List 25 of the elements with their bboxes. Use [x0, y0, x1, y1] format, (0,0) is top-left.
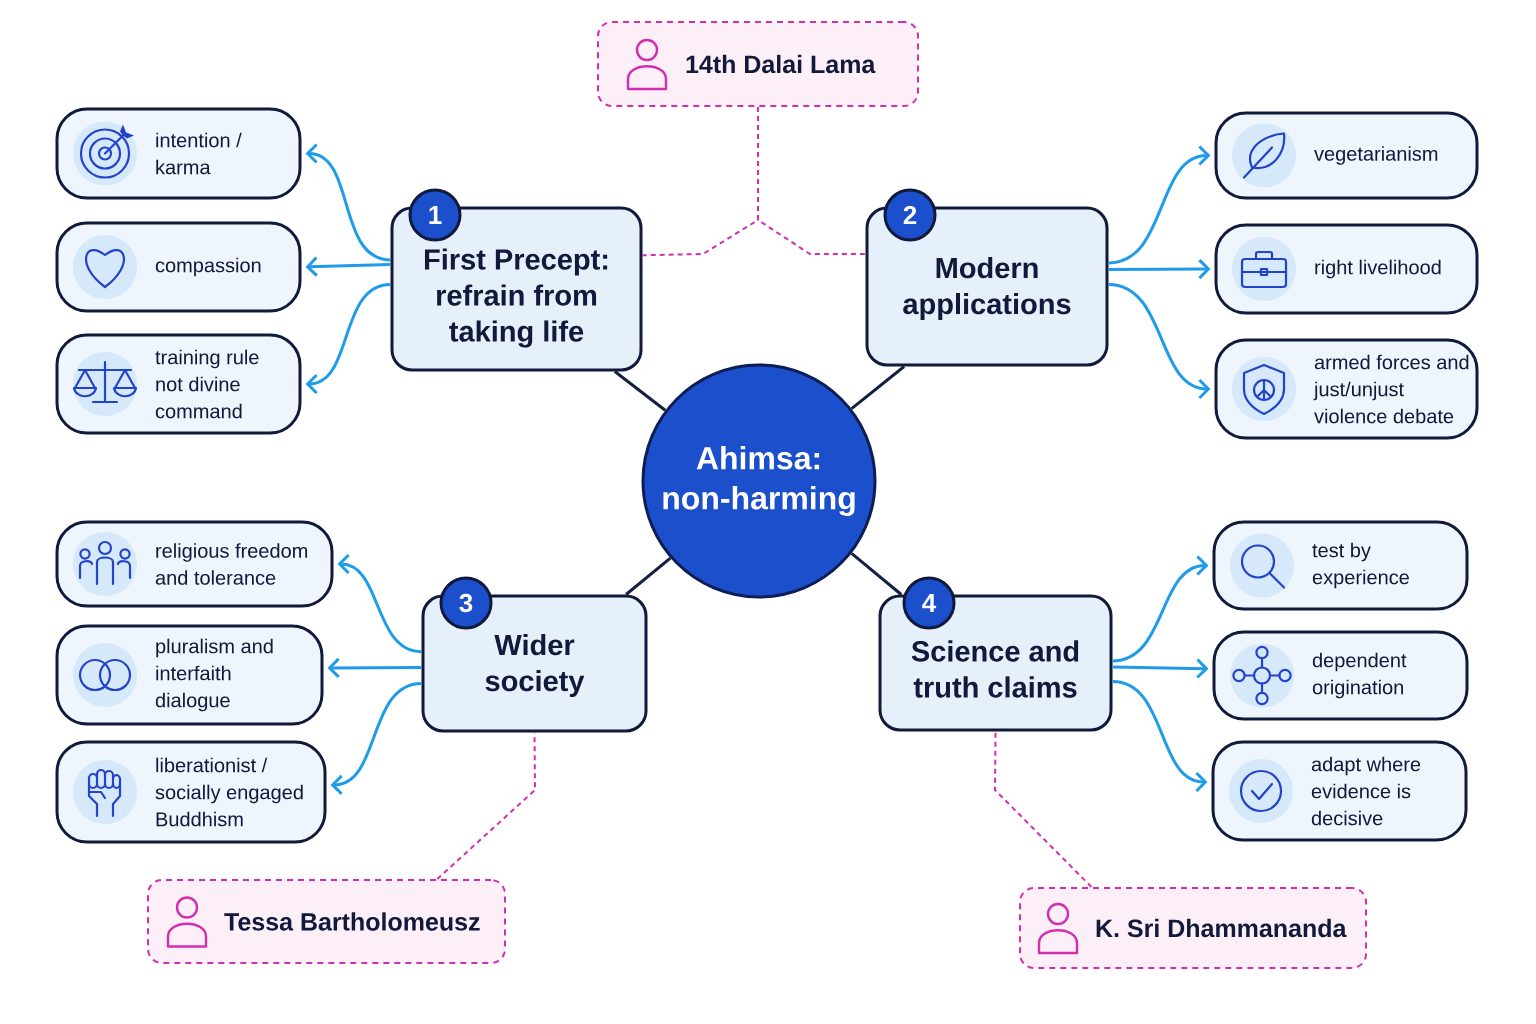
arrow	[305, 143, 391, 262]
arrow	[327, 657, 422, 678]
number-badge: 3	[439, 576, 493, 630]
person-box: K. Sri Dhammananda	[1019, 887, 1367, 969]
number-badge: 2	[883, 188, 937, 242]
number-badge: 4	[902, 576, 956, 630]
arrow	[305, 283, 391, 395]
dashed-line	[994, 730, 1093, 888]
arrow	[337, 553, 422, 654]
arrow	[330, 681, 422, 795]
arrow	[1112, 555, 1209, 663]
arrow	[1108, 282, 1211, 400]
person-box: 14th Dalai Lama	[597, 21, 919, 107]
connector-line	[850, 365, 906, 410]
connector-line	[625, 556, 672, 596]
arrow	[1108, 145, 1211, 265]
connector-line	[850, 552, 903, 596]
connector-line	[613, 370, 667, 412]
arrow	[305, 256, 391, 277]
arrow	[1108, 259, 1211, 280]
person-box: Tessa Bartholomeusz	[147, 879, 506, 964]
arrow	[1112, 680, 1208, 793]
number-badge: 1	[408, 188, 462, 242]
arrow	[1112, 658, 1209, 679]
dashed-line	[757, 106, 867, 255]
